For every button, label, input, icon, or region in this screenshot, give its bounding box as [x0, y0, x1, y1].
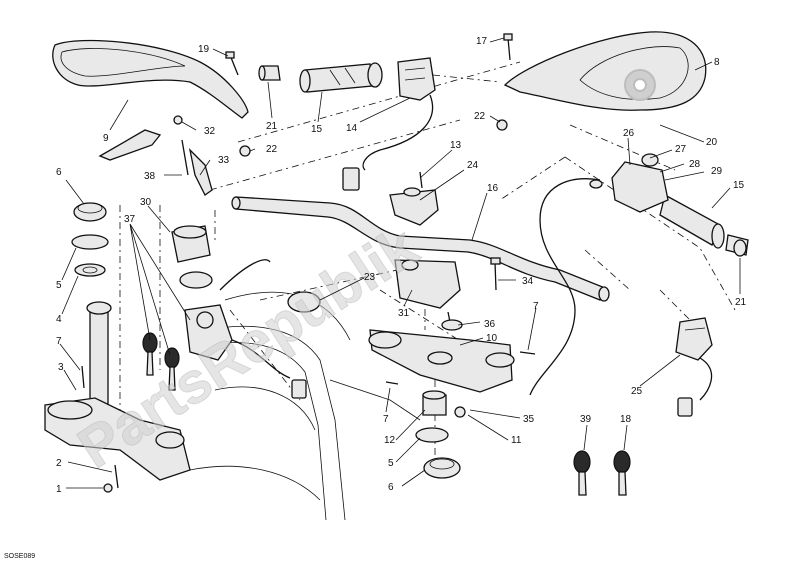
frame-tubes [189, 291, 421, 521]
callout-15: 15 [733, 180, 745, 191]
ignition-ring [179, 271, 213, 289]
right-grip [659, 194, 725, 249]
callout-10: 10 [486, 333, 498, 344]
callout-21: 21 [735, 297, 747, 308]
cable-fitting [589, 179, 603, 189]
connector-right [677, 397, 693, 417]
callout-33: 33 [218, 155, 230, 166]
callout-38: 38 [144, 171, 156, 182]
callout-15: 15 [311, 124, 323, 135]
steering-nut-12 [422, 390, 447, 416]
clutch-lever [98, 115, 213, 196]
gear-icon [624, 69, 656, 101]
callout-31: 31 [398, 308, 410, 319]
callout-36: 36 [484, 319, 496, 330]
callout-6: 6 [388, 482, 394, 493]
callout-39: 39 [580, 414, 592, 425]
leader-lines [59, 37, 741, 489]
connector [342, 167, 360, 191]
callout-30: 30 [140, 197, 152, 208]
key-icon [142, 332, 631, 496]
callout-28: 28 [689, 159, 701, 170]
bar-end-left [258, 65, 281, 81]
ignition-switch [184, 304, 233, 361]
ignition-wire-upper [219, 259, 271, 291]
washer-22a [496, 119, 508, 131]
callout-12: 12 [384, 435, 396, 446]
throttle-cable [529, 178, 601, 396]
callout-14: 14 [346, 123, 358, 134]
callout-26: 26 [623, 128, 635, 139]
callout-3: 3 [58, 362, 64, 373]
throttle-body [611, 153, 669, 213]
callout-16: 16 [487, 183, 499, 194]
washer-11 [454, 406, 466, 418]
callout-27: 27 [675, 144, 687, 155]
callout-21: 21 [266, 121, 278, 132]
callout-1: 1 [56, 484, 62, 495]
callout-17: 17 [476, 36, 488, 47]
washer-22b [239, 145, 251, 157]
callout-11: 11 [511, 435, 522, 446]
right-switch-wire [699, 357, 713, 401]
callout-22: 22 [474, 111, 486, 122]
lower-yoke [44, 397, 191, 481]
callouts: 19 17 8 9 21 15 14 22 32 22 26 20 13 27 … [56, 36, 747, 495]
ignition-wire [231, 339, 291, 379]
callout-9: 9 [103, 133, 109, 144]
callout-22: 22 [266, 144, 278, 155]
callout-5: 5 [56, 280, 62, 291]
steering-stem [86, 301, 112, 411]
drawing-code: SOSE089 [4, 553, 35, 560]
callout-19: 19 [198, 44, 210, 55]
callout-6: 6 [56, 167, 62, 178]
washer-5a [71, 234, 109, 250]
nut-1 [103, 483, 113, 493]
ignition-connector [291, 379, 307, 399]
callout-20: 20 [706, 137, 718, 148]
right-switch-housing [675, 317, 713, 361]
assembly-lines [119, 61, 736, 480]
nut-36 [441, 319, 463, 331]
callout-2: 2 [56, 458, 62, 469]
callout-24: 24 [467, 160, 479, 171]
left-switch-housing [397, 57, 436, 101]
handlebar [231, 196, 610, 302]
screw-38 [181, 139, 189, 176]
callout-7: 7 [533, 301, 539, 312]
upper-yoke [368, 329, 515, 393]
upper-clamp [389, 187, 439, 226]
ring-23 [287, 291, 321, 313]
callout-4: 4 [56, 314, 62, 325]
callout-29: 29 [711, 166, 723, 177]
callout-32: 32 [204, 126, 216, 137]
callout-5: 5 [388, 458, 394, 469]
washer-5b [415, 427, 449, 443]
callout-13: 13 [450, 140, 462, 151]
callout-7: 7 [56, 336, 62, 347]
ring-4 [74, 263, 106, 277]
callout-35: 35 [523, 414, 535, 425]
lower-clamp [394, 259, 461, 309]
screws [81, 33, 536, 489]
bar-end-right [725, 234, 749, 257]
right-mirror [503, 31, 707, 111]
callout-18: 18 [620, 414, 632, 425]
callout-8: 8 [714, 57, 720, 68]
ignition-cover [171, 225, 211, 263]
callout-7: 7 [383, 414, 389, 425]
steering-nut-6b [423, 457, 461, 479]
steering-nut-6a [73, 202, 107, 222]
callout-25: 25 [631, 386, 643, 397]
left-grip [299, 62, 383, 93]
switch-wire [362, 94, 434, 171]
callout-23: 23 [364, 272, 376, 283]
callout-34: 34 [522, 276, 534, 287]
left-mirror [52, 39, 249, 119]
callout-37: 37 [124, 214, 136, 225]
